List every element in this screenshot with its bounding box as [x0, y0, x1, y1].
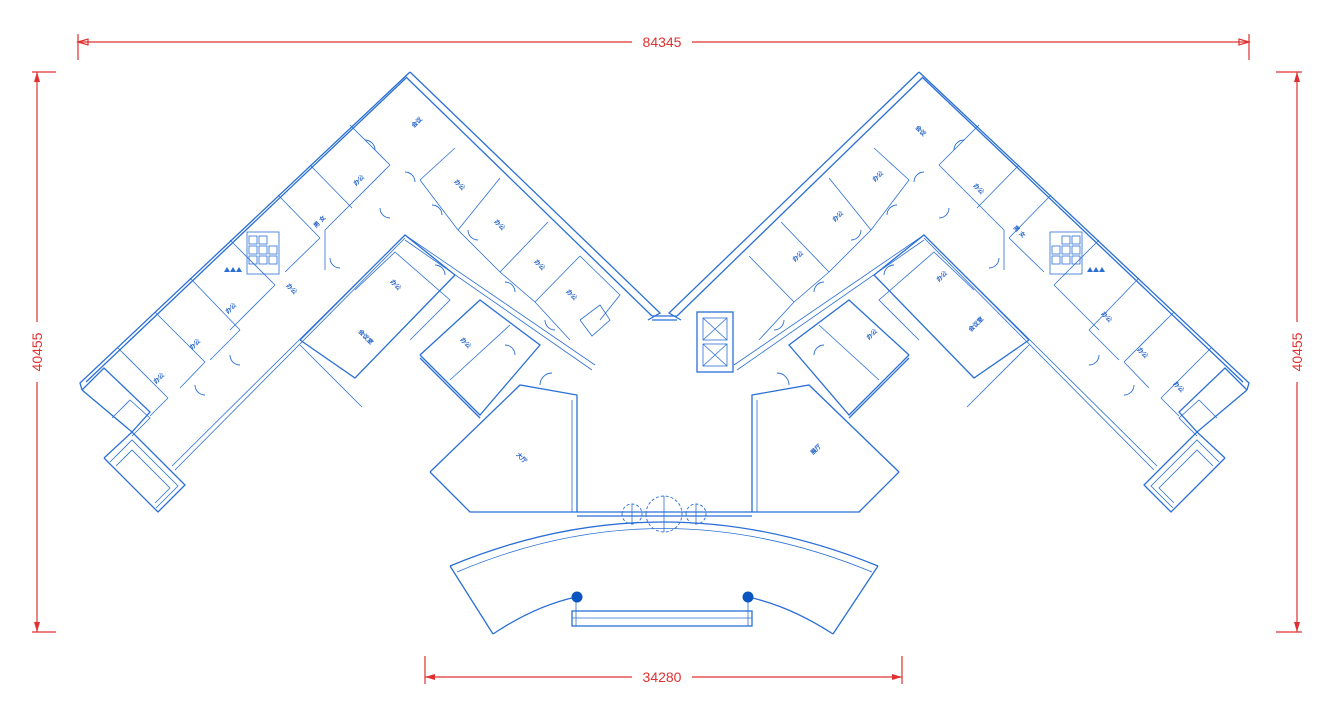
svg-text:会议室: 会议室	[967, 315, 985, 333]
svg-text:办公: 办公	[224, 301, 238, 315]
dimension-top: 84345	[75, 34, 1252, 60]
svg-text:办公: 办公	[972, 182, 986, 196]
svg-text:办公: 办公	[459, 336, 473, 350]
svg-text:大厅: 大厅	[515, 451, 529, 465]
right-height-label: 40455	[1289, 332, 1305, 371]
svg-text:男 女: 男 女	[312, 214, 328, 230]
svg-text:办公: 办公	[152, 371, 166, 385]
revolving-doors	[621, 495, 707, 533]
overall-width-label: 84345	[643, 34, 682, 50]
left-wing: 会议 办公 男 女 办公 办公 办公 办公 办公 办公 办公 办公 会议室 办公…	[79, 71, 662, 513]
svg-text:办公: 办公	[865, 327, 879, 341]
svg-text:办公: 办公	[493, 218, 507, 232]
svg-text:办公: 办公	[389, 278, 403, 292]
svg-text:办公: 办公	[188, 337, 202, 351]
svg-text:办公: 办公	[285, 282, 299, 296]
svg-text:办公: 办公	[1100, 310, 1114, 324]
right-wing: 会议 办公 男 女 办公 办公 办公 办公 办公 办公 办公 会议室 办公 展厅	[667, 71, 1250, 513]
dimension-right: 40455	[1276, 71, 1305, 633]
svg-text:展厅: 展厅	[809, 442, 823, 456]
right-column	[742, 591, 754, 603]
svg-text:办公: 办公	[453, 178, 467, 192]
entrance-area	[449, 315, 879, 635]
svg-text:会议室: 会议室	[357, 328, 375, 346]
dimension-left: 40455	[29, 71, 56, 633]
svg-text:办公: 办公	[1172, 380, 1186, 394]
left-height-label: 40455	[29, 332, 45, 371]
svg-text:办公: 办公	[831, 209, 845, 223]
entrance-width-label: 34280	[643, 669, 682, 685]
svg-text:办公: 办公	[352, 173, 366, 187]
svg-text:男 女: 男 女	[1012, 224, 1028, 240]
svg-text:会议: 会议	[410, 115, 425, 130]
svg-text:办公: 办公	[565, 288, 579, 302]
svg-text:办公: 办公	[533, 258, 547, 272]
dimension-bottom: 34280	[424, 656, 903, 685]
svg-text:会议: 会议	[914, 124, 929, 139]
left-column	[571, 591, 583, 603]
svg-text:办公: 办公	[935, 269, 949, 283]
svg-text:办公: 办公	[871, 169, 885, 183]
svg-text:办公: 办公	[791, 249, 805, 263]
